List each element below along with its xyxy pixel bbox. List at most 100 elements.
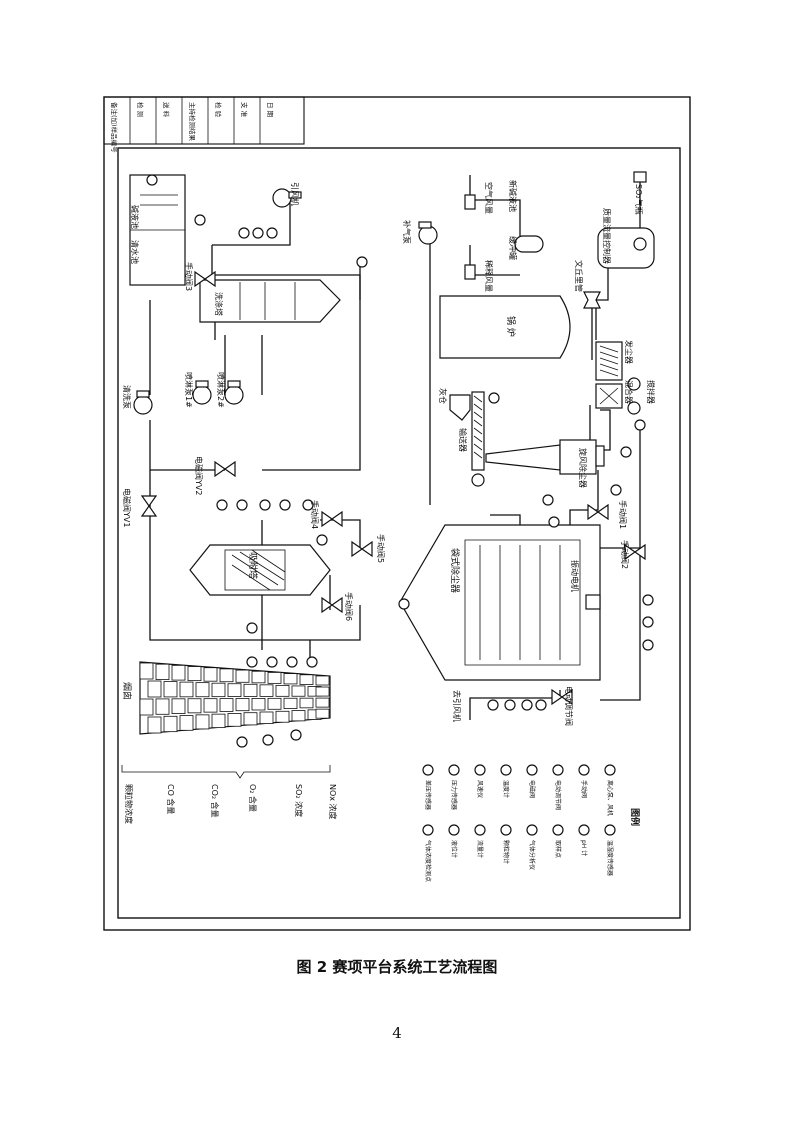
title-block-cell: 检 测 [136,102,145,118]
label-clean-pump: 清洗泵 [122,385,132,409]
chimney-brick [299,674,314,685]
chimney-brick [147,680,162,698]
legend-item-label: 取样点 [554,840,562,858]
title-block-cell: 备注(加)样品编号 [110,102,119,153]
instrument-points [146,174,654,748]
label-tempering-fan: 补气泵 [402,220,412,244]
chimney-brick [315,686,330,697]
label-adsorber: 吸附塔 [247,552,259,579]
air-flow-meter-2 [464,264,476,280]
scrubber [199,279,341,323]
equipment-labels: SO₂气瓶 质量流量控制器 文丘里管 发尘器 混合器 搅拌器 锅 炉 补气泵 新… [121,180,656,726]
legend-item-label: 风速仪 [476,780,483,798]
chimney-brick [139,662,154,680]
chimney-brick [163,715,178,733]
legend-symbol [526,824,538,836]
clean-pump [133,390,153,415]
chimney-brick [171,698,186,714]
title-block-cell: 送 料 [162,102,171,118]
dust-generator [595,341,623,381]
label-mixer: 混合器 [624,380,634,404]
legend-item-label: 气体浓度检测点 [424,840,432,882]
mixer-motor [627,401,641,415]
label-screw-conveyor: 输送器 [458,428,468,452]
outer-frame [103,96,691,931]
legend-symbol [474,824,486,836]
label-solenoid-yv2: 电磁阀YV2 [194,456,204,495]
chimney-brick [203,667,218,682]
boiler [439,295,571,359]
alkali-pool [129,174,186,286]
chimney [139,661,331,735]
chimney-brick [139,698,154,716]
measure-co2: CO₂ 含量 [210,784,220,818]
chimney-brick [315,697,330,708]
label-manual-valve-3: 手动阀3 [184,262,194,291]
legend-symbol [474,764,486,776]
title-block [103,96,305,145]
legend-item-label: 差压传感器 [424,780,432,810]
chimney-brick [315,675,330,686]
chimney-brick [195,682,210,698]
measure-co: CO 含量 [166,784,176,814]
legend-symbol [422,764,434,776]
label-solenoid-yv1: 电磁阀YV1 [122,488,132,527]
measure-so2: SO₂ 浓度 [294,784,304,817]
legend-item-label: 手动阀 [580,780,588,798]
label-so2-source: SO₂气瓶 [634,184,644,215]
label-vibration-motor: 振动电机 [570,560,580,592]
adsorber [189,544,331,596]
chimney-brick [163,681,178,698]
ash-bin [449,394,471,421]
legend-symbol [422,824,434,836]
legend-symbol [578,824,590,836]
label-dust-generator: 发尘器 [624,340,634,364]
chimney-brick [259,711,274,724]
chimney-brick [299,697,314,709]
chimney-brick [291,685,306,697]
legend-item-label: pH 计 [580,840,588,856]
chimney-brick [275,684,290,697]
label-stirrer: 搅拌器 [646,380,656,404]
label-induced-fan: 引风机 [290,182,300,206]
chimney-brick [259,684,274,697]
chimney-brick [211,713,226,729]
legend: 图例 离心泵、风机手动阀电动调节阀电磁阀温度计风速仪压力传感器差压传感器温湿度传… [422,764,641,882]
valve-icons [140,270,646,706]
chimney-brick [243,683,258,697]
induced-fan [272,188,302,208]
label-manual-valve-6: 手动阀6 [344,592,354,621]
mass-flow-controller [597,227,655,269]
legend-item-label: 压力传感器 [450,780,458,810]
chimney-brick [251,698,266,711]
stirrer-motor [627,377,641,391]
label-spray-pump-2: 喷淋泵2# [216,372,226,408]
chimney-brick [179,715,194,731]
legend-symbol [604,764,616,776]
legend-symbol [526,764,538,776]
chimney-brick [155,663,170,680]
tempering-fan-unit [418,221,438,245]
legend-symbol [578,764,590,776]
legend-item-label: 电动调节阀 [554,780,562,810]
label-manual-valve-1: 手动阀1 [618,500,628,529]
chimney-brick [283,697,298,709]
label-to-induced-fan: 去引风机 [452,690,462,722]
chimney-brick [227,683,242,697]
title-block-cell: 日 期 [266,102,274,118]
legend-symbol [448,764,460,776]
chimney-brick [211,682,226,698]
legend-symbol [552,824,564,836]
label-bag-filter: 袋式除尘器 [449,548,461,593]
bag-filter [399,524,601,681]
chimney-brick [155,698,170,715]
chimney-brick [315,708,330,719]
air-flow-meter-1 [464,194,476,210]
chimney-brick [179,681,194,698]
chimney-brick [195,714,210,730]
measurement-bracket [121,765,331,779]
legend-item-label: 颗粒物计 [502,840,510,864]
label-manual-valve-2: 手动阀2 [620,540,630,569]
label-air-flow-1: 空气风量 [484,182,494,214]
